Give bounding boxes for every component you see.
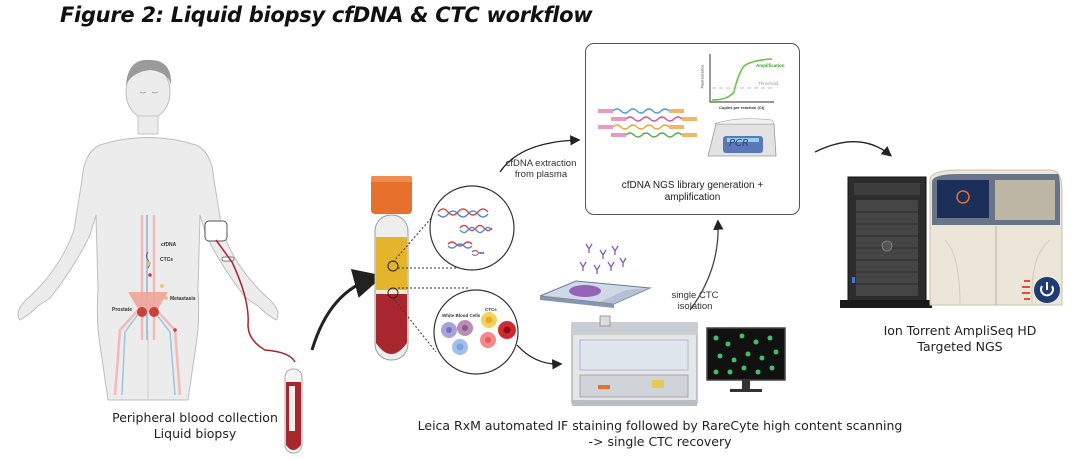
prostate-label: Prostate [112, 307, 133, 313]
leica-rxm-stainer [571, 315, 698, 406]
arrow-ctc-to-library [689, 219, 724, 311]
isolation-line-2: isolation [677, 301, 713, 312]
cfdna-extraction-label: cfDNA extraction from plasma [496, 158, 586, 180]
ctc-caption-line-2: -> single CTC recovery [588, 434, 732, 449]
extraction-line-2: from plasma [514, 169, 568, 180]
library-caption: cfDNA NGS library generation + amplifica… [586, 180, 799, 204]
inset-ctc-label: CTCs [485, 307, 497, 312]
sequencing-caption: Ion Torrent AmpliSeq HD Targeted NGS [860, 323, 1060, 355]
centrifuged-blood-tube [371, 176, 412, 361]
library-generation-panel: Amplification Threshold Fluorescence Cop… [585, 43, 800, 215]
cfdna-label: cfDNA [161, 242, 177, 248]
amplification-plot [709, 54, 774, 103]
library-fragments [598, 108, 697, 138]
server-tower [840, 176, 932, 308]
arrow-to-library-box [499, 135, 581, 173]
arrow-to-centrifuge-tube [310, 268, 384, 351]
sequencing-caption-line-1: Ion Torrent AmpliSeq HD [883, 323, 1037, 338]
cfdna-inset [429, 185, 515, 271]
library-panel-art [598, 54, 777, 157]
arrow-to-stainer [516, 344, 563, 370]
fluorescence-axis-label: Fluorescence [699, 64, 705, 89]
ion-torrent-sequencer [929, 169, 1063, 306]
antibody-slide [539, 243, 652, 308]
arrow-to-sequencer [814, 141, 892, 157]
extraction-line-1: cfDNA extraction [505, 158, 577, 169]
ctc-caption-line-1: Leica RxM automated IF staining followed… [417, 418, 903, 433]
pcr-screen-label: PCR [729, 138, 749, 149]
threshold-label: Threshold [758, 81, 779, 86]
cells-inset [433, 289, 519, 375]
ctcs-label: CTCs [160, 257, 174, 263]
wbc-label: White Blood Cells [442, 313, 481, 318]
figure-title: Figure 2: Liquid biopsy cfDNA & CTC work… [60, 3, 593, 27]
copies-axis-label: Copies per reaction (Ct) [719, 105, 765, 110]
metastasis-label: Metastasis [170, 296, 196, 302]
single-ctc-isolation-label: single CTC isolation [665, 290, 725, 312]
library-caption-line-1: cfDNA NGS library generation + [621, 180, 764, 191]
collection-line [215, 239, 296, 363]
caption-line-1: Peripheral blood collection [112, 410, 278, 425]
pcr-thermocycler [707, 118, 777, 157]
library-caption-line-2: amplification [664, 192, 721, 203]
ctc-recovery-caption: Leica RxM automated IF staining followed… [400, 418, 920, 450]
isolation-line-1: single CTC [671, 290, 719, 301]
collection-tube [284, 368, 303, 454]
human-body-illustration [17, 59, 279, 401]
blood-collection-caption: Peripheral blood collection Liquid biops… [100, 410, 290, 442]
caption-line-2: Liquid biopsy [153, 426, 237, 441]
scanner-monitor [706, 327, 786, 392]
sequencing-caption-line-2: Targeted NGS [917, 339, 1003, 354]
amplification-label: Amplification [756, 63, 785, 68]
